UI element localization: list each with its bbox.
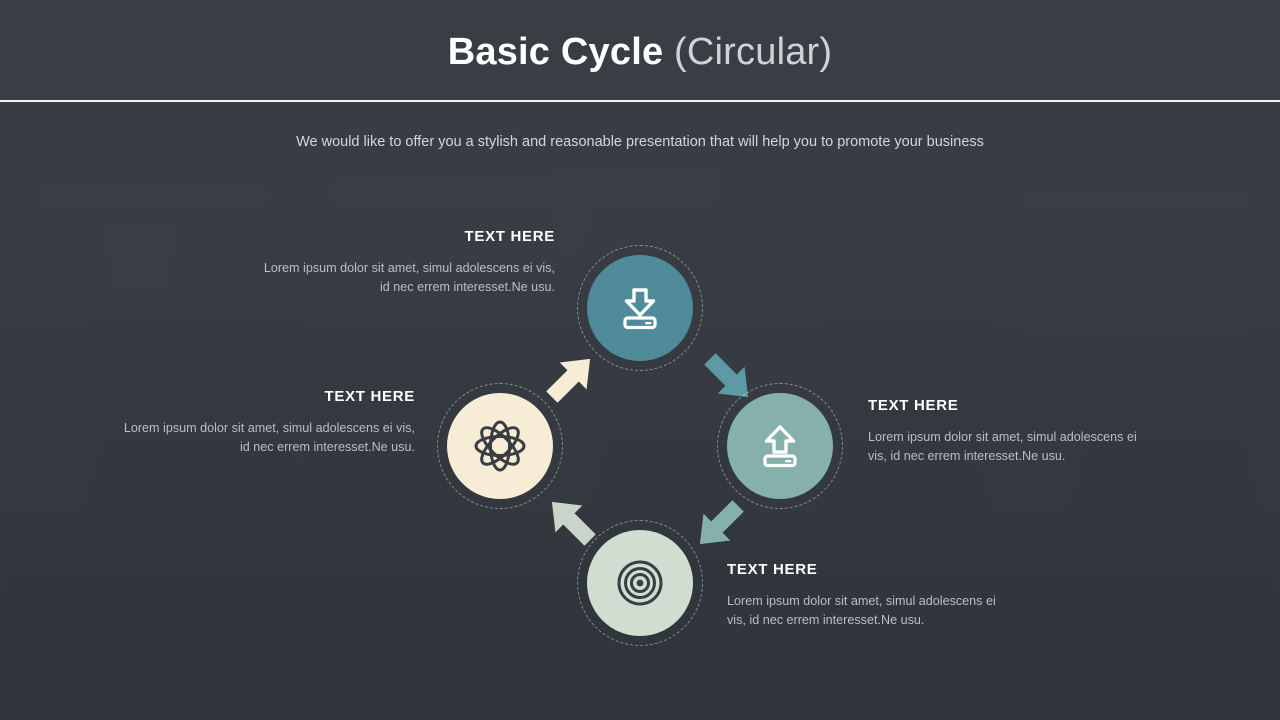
text-block-right: TEXT HERE Lorem ipsum dolor sit amet, si…: [868, 397, 1158, 466]
page-title: Basic Cycle (Circular): [0, 26, 1280, 78]
text-block-bottom-body: Lorem ipsum dolor sit amet, simul adoles…: [727, 594, 996, 627]
cycle-node-bottom[interactable]: [577, 520, 703, 646]
arrow-right-to-bottom: [686, 492, 752, 563]
cycle-node-top[interactable]: [577, 245, 703, 371]
text-block-left: TEXT HERE Lorem ipsum dolor sit amet, si…: [115, 388, 415, 457]
node-disc-top: [587, 255, 693, 361]
text-block-right-heading: TEXT HERE: [868, 397, 959, 414]
download-icon: [623, 288, 657, 330]
arrow-top-to-right: [696, 345, 762, 416]
dashed-ring-left: [437, 383, 563, 509]
upload-icon: [763, 425, 797, 468]
header-divider: [0, 100, 1280, 102]
cycle-node-left[interactable]: [437, 383, 563, 509]
arrow-bottom-to-left: [538, 488, 604, 559]
text-block-top: TEXT HERE Lorem ipsum dolor sit amet, si…: [255, 228, 555, 297]
page-subtitle: We would like to offer you a stylish and…: [296, 134, 984, 150]
text-block-bottom-heading: TEXT HERE: [727, 561, 818, 578]
concentric-target-icon: [617, 560, 663, 606]
text-block-top-body: Lorem ipsum dolor sit amet, simul adoles…: [263, 261, 555, 294]
text-block-bottom: TEXT HERE Lorem ipsum dolor sit amet, si…: [727, 561, 1017, 630]
text-block-left-body: Lorem ipsum dolor sit amet, simul adoles…: [123, 421, 415, 454]
text-block-top-heading: TEXT HERE: [464, 228, 555, 245]
title-strong: Basic Cycle: [447, 31, 664, 73]
node-disc-right: [727, 393, 833, 499]
cycle-node-right[interactable]: [717, 383, 843, 509]
atom-icon: [474, 420, 526, 472]
text-block-right-body: Lorem ipsum dolor sit amet, simul adoles…: [868, 430, 1137, 463]
dashed-ring-top: [577, 245, 703, 371]
title-light: (Circular): [674, 31, 833, 73]
arrow-left-to-top: [538, 345, 604, 416]
header-band: [0, 0, 1280, 100]
dashed-ring-right: [717, 383, 843, 509]
node-disc-left: [447, 393, 553, 499]
dashed-ring-bottom: [577, 520, 703, 646]
text-block-left-heading: TEXT HERE: [324, 388, 415, 405]
